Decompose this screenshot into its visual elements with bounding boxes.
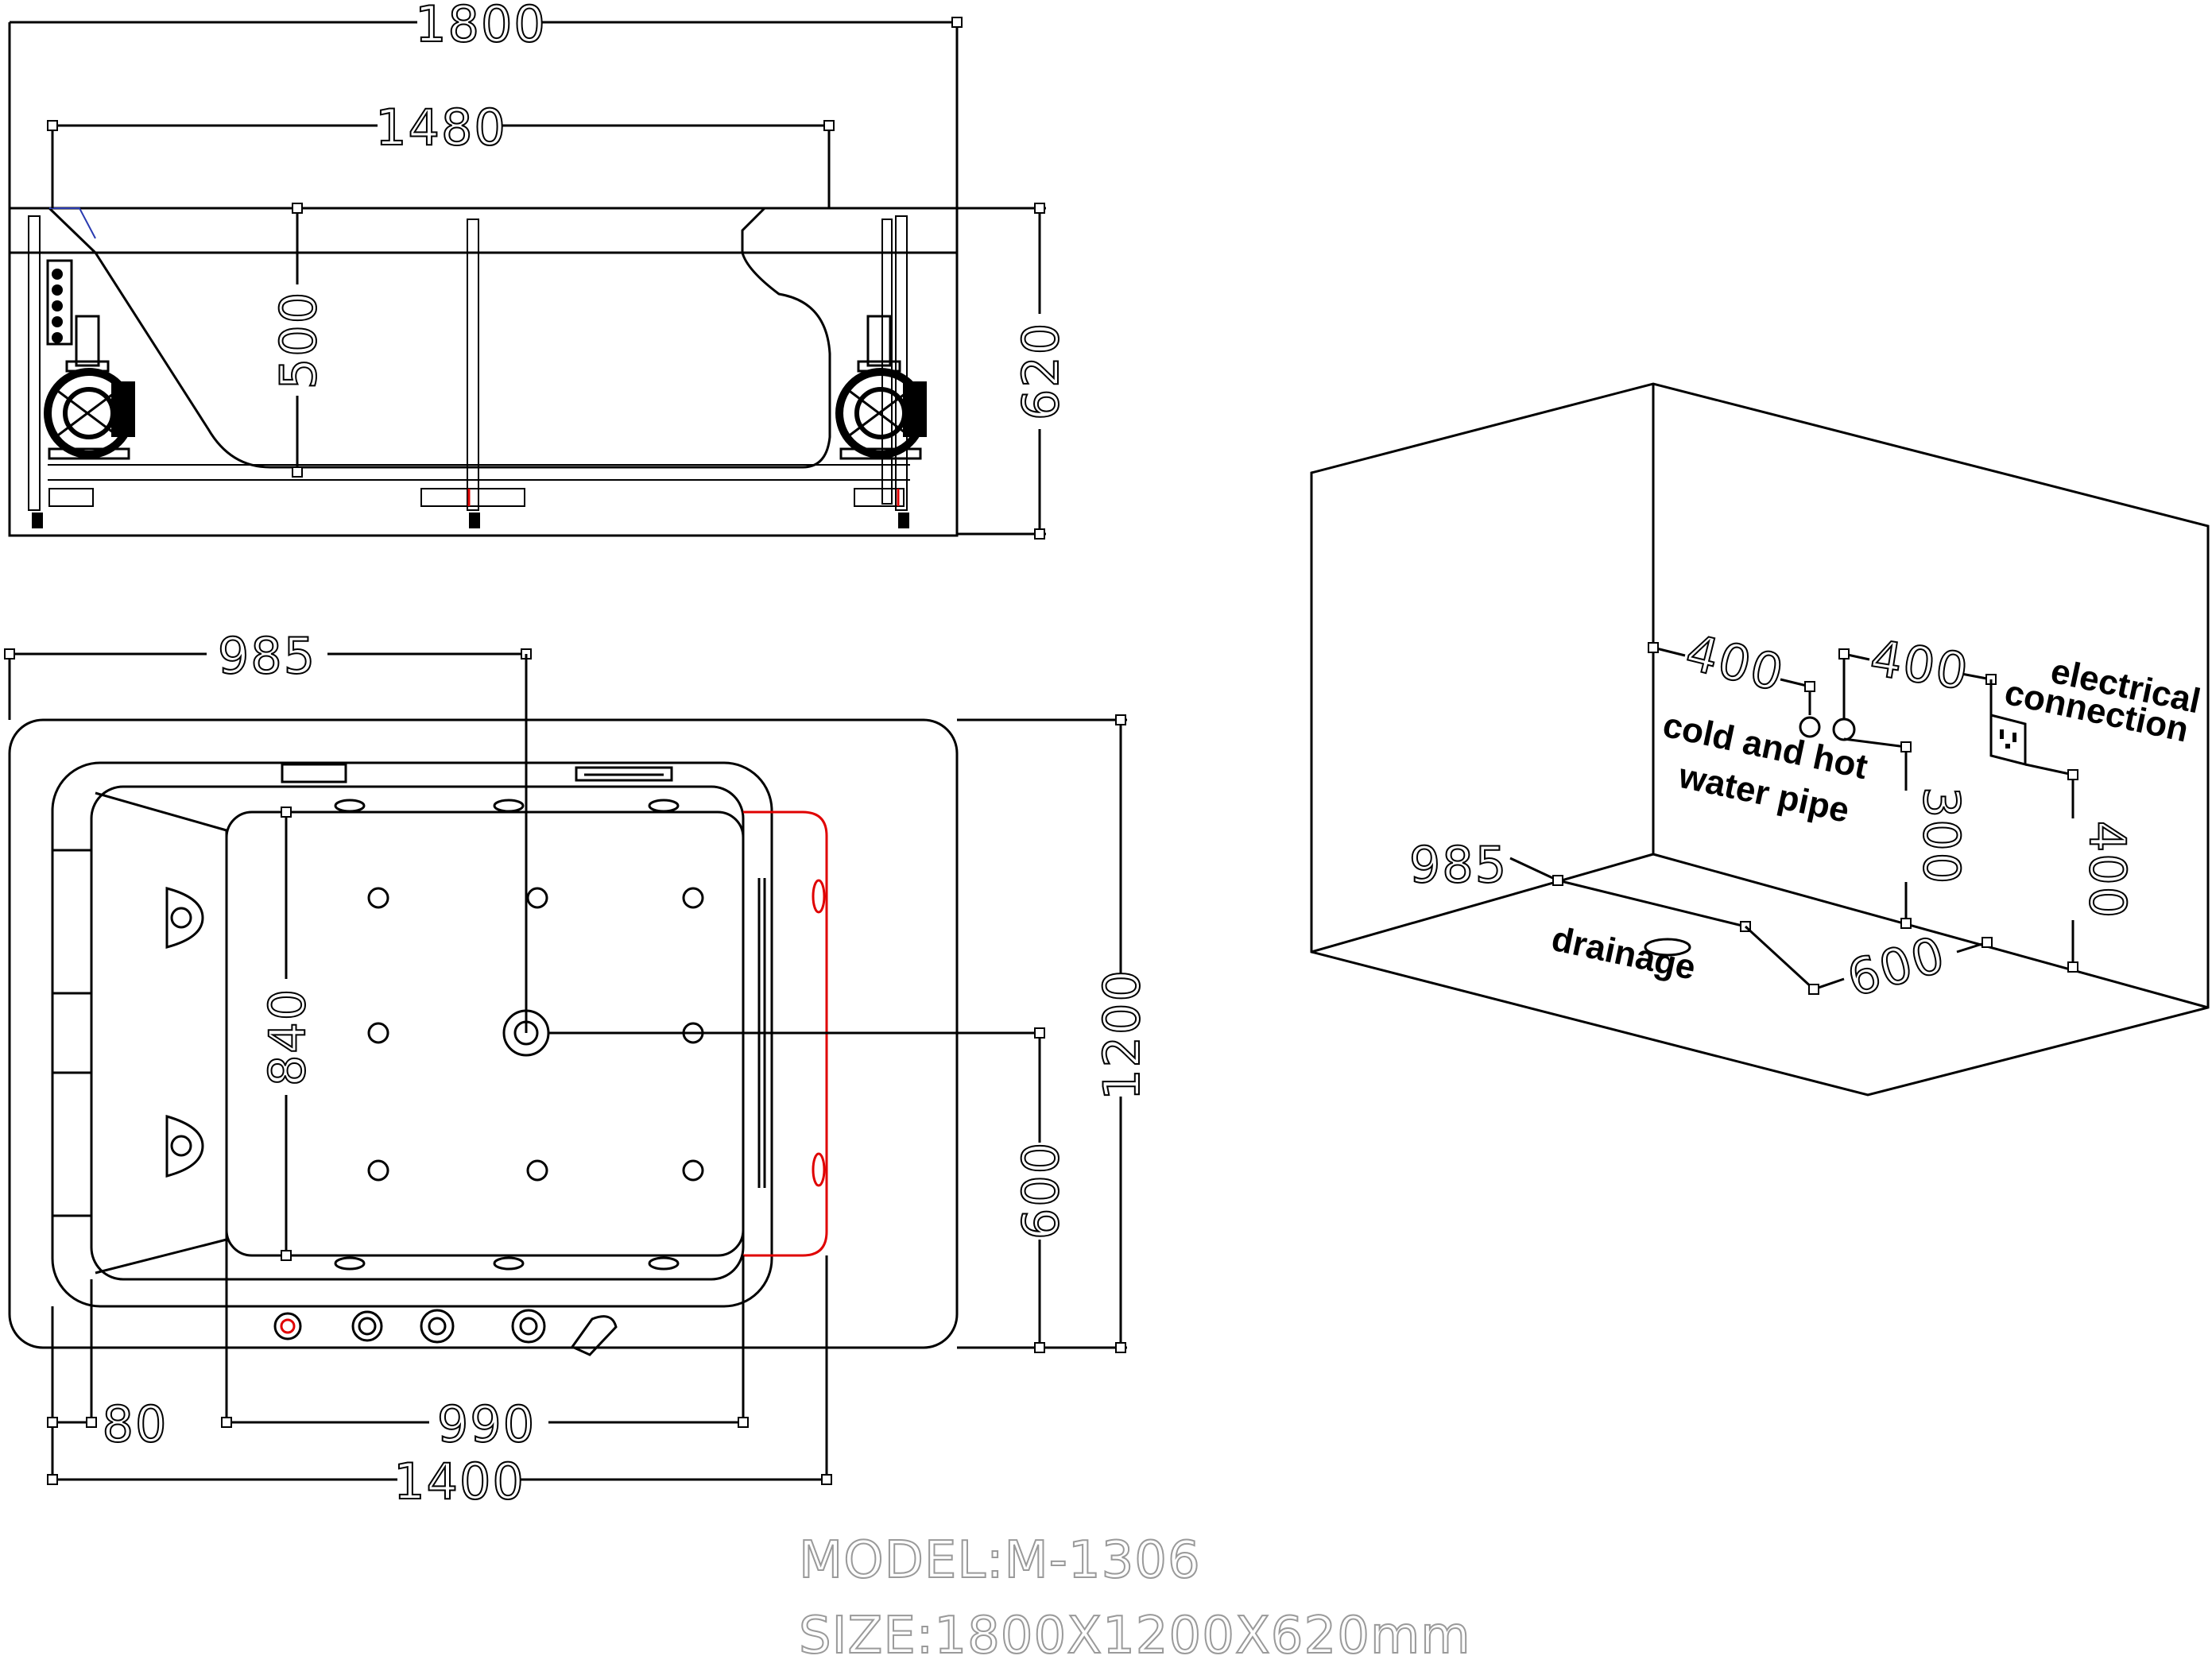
dim-plan-80: 80 <box>103 1395 169 1453</box>
control-knob-4 <box>511 1309 546 1344</box>
control-panel <box>46 259 73 346</box>
control-knob-1 <box>273 1312 302 1340</box>
installation-view: 400 400 300 400 985 600 <box>1310 382 2210 1097</box>
dim-plan-1200: 1200 <box>1093 969 1151 1101</box>
basin-profile <box>48 207 831 469</box>
dim-install-600: 600 <box>1841 925 1952 1008</box>
dim-install-985: 985 <box>1409 836 1508 894</box>
dim-install-300: 300 <box>1912 787 1970 885</box>
tub-front-outline <box>8 207 959 537</box>
shower-handle <box>570 1315 618 1356</box>
dim-plan-990: 990 <box>437 1395 536 1453</box>
dim-install-400-b: 400 <box>1866 629 1973 702</box>
caption-size: SIZE:1800X1200X620mm <box>799 1607 1471 1665</box>
electrical-socket <box>1989 714 2027 766</box>
front-view: 1800 1480 500 620 <box>8 0 1071 540</box>
dim-front-620: 620 <box>1012 322 1070 420</box>
control-knob-2 <box>351 1310 383 1342</box>
hot-pipe <box>1832 718 1856 741</box>
dim-front-1800: 1800 <box>415 0 547 53</box>
dim-install-400-a: 400 <box>1680 623 1790 703</box>
cold-pipe <box>1799 716 1821 738</box>
dim-plan-1400: 1400 <box>393 1453 525 1511</box>
caption: MODEL:M-1306 SIZE:1800X1200X620mm <box>798 1530 1471 1666</box>
dim-plan-985: 985 <box>218 627 316 685</box>
dim-plan-840: 840 <box>258 988 316 1086</box>
dim-install-400-c: 400 <box>2078 821 2136 919</box>
pump-left <box>44 315 135 460</box>
label-drainage: drainage <box>1548 919 1699 988</box>
floor-drain <box>1644 938 1691 957</box>
control-knob-3 <box>420 1309 455 1344</box>
plan-view: 985 1200 840 600 80 990 <box>4 626 1152 1511</box>
pump-right <box>835 315 927 460</box>
dim-front-1480: 1480 <box>375 99 507 157</box>
dim-front-500: 500 <box>269 291 327 389</box>
dim-plan-600: 600 <box>1012 1141 1070 1240</box>
caption-model: MODEL:M-1306 <box>799 1531 1201 1590</box>
